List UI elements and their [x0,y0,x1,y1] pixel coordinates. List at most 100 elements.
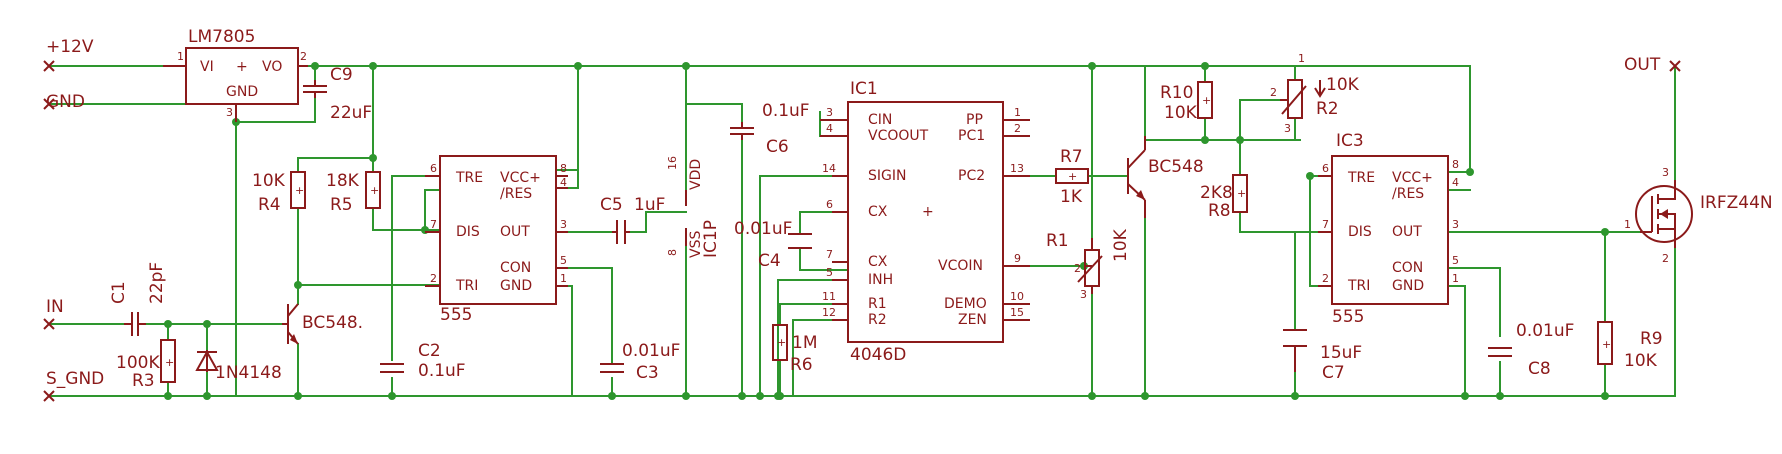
svg-text:+: + [1237,187,1246,200]
regulator-lm7805: LM7805 VI + VO GND 1 2 3 [163,27,308,122]
q1-value: BC548. [302,313,363,333]
q2-value: BC548 [1148,157,1204,177]
ic1-pin-vcoin: VCOIN [938,258,983,274]
ic2-pin-res: /RES [500,186,532,202]
net-in-label: IN [46,297,64,317]
svg-text:7: 7 [1322,218,1329,231]
svg-text:1: 1 [1014,106,1021,119]
svg-text:5: 5 [826,266,833,279]
regulator-plus: + [236,59,248,75]
svg-text:10: 10 [1010,290,1024,303]
svg-text:3: 3 [1080,288,1087,301]
r9-value: 10K [1624,351,1658,371]
resistor-r10: + R10 10K [1160,81,1213,123]
regulator-name: LM7805 [188,27,255,47]
ic1-pin-cx1: CX [868,204,888,220]
c5-value: 1uF [634,195,665,215]
ic2-pin-con: CON [500,260,531,276]
svg-text:14: 14 [822,162,836,175]
r3-name: R3 [132,371,155,391]
capacitor-c5: C5 1uF [600,195,665,244]
svg-text:5: 5 [1452,254,1459,267]
ic3-type: 555 [1332,307,1364,327]
c7-value: 15uF [1320,343,1362,363]
c3-value: 0.01uF [622,341,680,361]
ic1p-vss: VSS [688,231,704,258]
regulator-pin-vo: VO [262,59,282,75]
r3-value: 100K [116,353,160,373]
ic3-pin-res: /RES [1392,186,1424,202]
svg-text:4: 4 [826,122,833,135]
r2-value: 10K [1326,75,1360,95]
pll-ic1: IC1 4046D CIN VCOOUT SIGIN CX CX INH R1 … [820,79,1030,365]
svg-text:3: 3 [1452,218,1459,231]
capacitor-c9: C9 22uF [303,65,372,123]
svg-text:6: 6 [430,162,437,175]
ic1-pin-pp: PP [966,112,983,128]
svg-text:3: 3 [1662,166,1669,179]
svg-text:1: 1 [560,272,567,285]
svg-text:+: + [295,184,304,197]
ic2-pin-gnd: GND [500,278,532,294]
r4-value: 10K [252,171,286,191]
svg-text:2: 2 [1270,86,1277,99]
ic1-pin-demo: DEMO [944,296,987,312]
c4-value: 0.01uF [734,219,792,239]
net-out-label: OUT [1624,55,1661,75]
ic1-pin-zen: ZEN [958,312,987,328]
regulator-pin-gnd: GND [226,84,258,100]
resistor-r4: + 10K R4 [252,171,306,215]
ic3-pin-con: CON [1392,260,1423,276]
ic2-pin-out: OUT [500,224,530,240]
timer-ic3: IC3 TRE VCC+ /RES DIS OUT CON TRI GND 55… [1318,131,1459,327]
c3-name: C3 [636,363,659,383]
svg-text:6: 6 [826,198,833,211]
svg-text:13: 13 [1010,162,1024,175]
r6-value: 1M [792,333,817,353]
net-gnd-label: GND [46,92,85,112]
svg-text:2: 2 [1322,272,1329,285]
svg-text:2: 2 [1662,252,1669,265]
svg-text:+: + [1068,170,1077,183]
ic2-pin-vcc: VCC+ [500,170,541,186]
r8-name: R8 [1208,201,1231,221]
ic1-pin-pc1: PC1 [958,128,985,144]
r10-value: 10K [1164,103,1198,123]
svg-text:+: + [777,336,786,349]
r6-name: R6 [790,355,813,375]
resistor-r5: + 18K R5 [326,171,381,215]
svg-text:9: 9 [1014,252,1021,265]
pll-power-ic1p: 16 8 VDD VSS IC1P [666,156,721,258]
svg-text:+: + [1202,94,1211,107]
net-out: OUT [1624,55,1681,75]
capacitor-c2: C2 0.1uF [380,341,466,381]
svg-text:2: 2 [300,50,307,63]
trimmer-r1: R1 10K 2 3 [1046,228,1131,301]
net-labels: +12V GND IN S_GND OUT [43,37,1681,402]
trimmer-r2: 10K R2 2 3 1 [1270,52,1360,135]
svg-text:1: 1 [1298,52,1305,65]
svg-text:2: 2 [1014,122,1021,135]
svg-text:5: 5 [560,254,567,267]
c7-name: C7 [1322,363,1345,383]
ic1-type: 4046D [850,345,906,365]
c2-value: 0.1uF [418,361,466,381]
ic3-name: IC3 [1336,131,1364,151]
svg-text:2: 2 [430,272,437,285]
ic2-pin-dis: DIS [456,224,480,240]
ic3-pin-tre: TRE [1347,170,1375,186]
ic1-pin-sigin: SIGIN [868,168,906,184]
ic1-pin-cin: CIN [868,112,892,128]
junction-dots [164,62,1609,400]
net-sgnd: S_GND [43,369,104,402]
svg-text:7: 7 [430,218,437,231]
regulator-pin-vi: VI [200,59,214,75]
ic1p-name: IC1P [701,220,721,258]
resistor-r3: + 100K R3 [116,339,176,391]
ic1-pin-vcoout: VCOOUT [868,128,929,144]
ic1-pin-cx2: CX [868,254,888,270]
c6-value: 0.1uF [762,101,810,121]
capacitor-c4: 0.01uF C4 [734,219,812,271]
capacitor-c3: 0.01uF C3 [600,341,680,383]
